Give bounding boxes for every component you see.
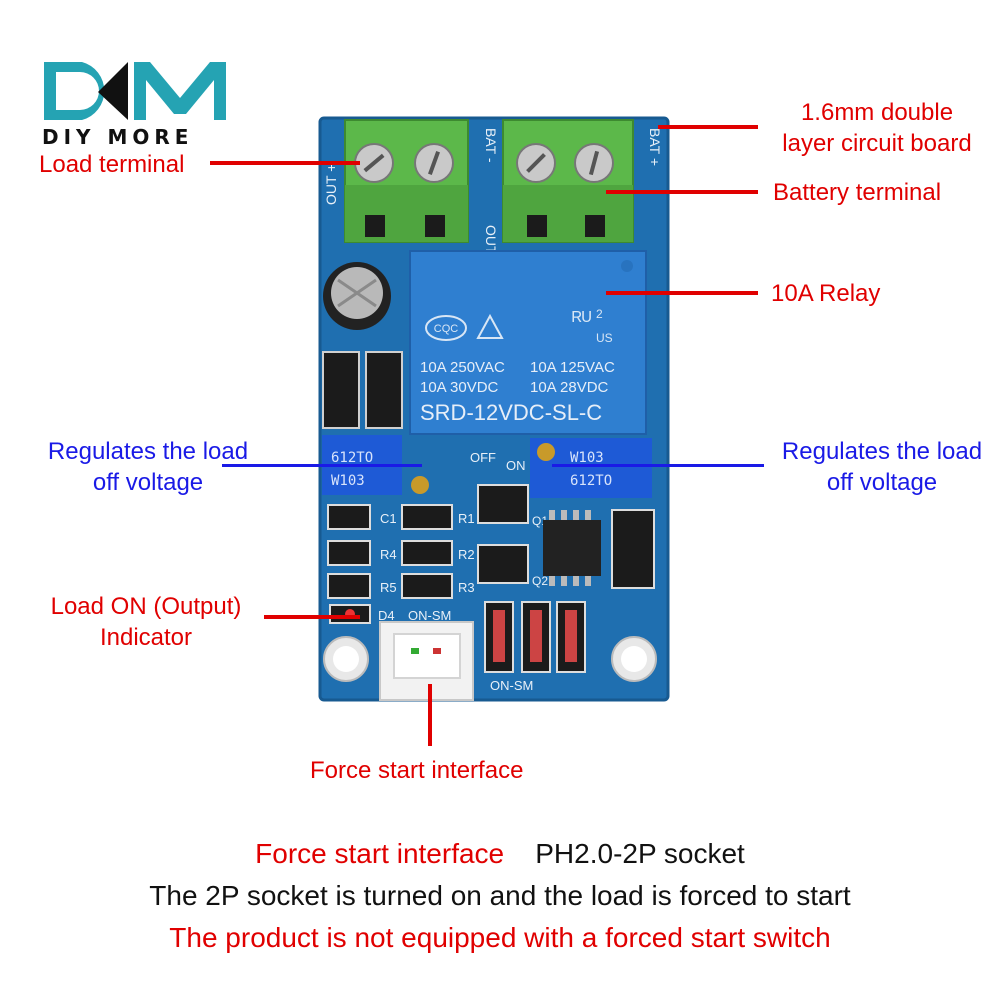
relay-rating-2l: 10A 30VDC	[420, 379, 499, 396]
leader-battery-terminal	[606, 190, 758, 194]
callout-battery-terminal: Battery terminal	[773, 179, 942, 206]
electrolytic-capacitor	[323, 262, 391, 330]
trimmer-right: W103 612TO	[530, 438, 652, 498]
load-terminal	[344, 119, 469, 243]
note-line2: The 2P socket is turned on and the load …	[149, 880, 851, 911]
transistor-q1	[477, 484, 529, 524]
callout-regulates-left: Regulates the load off voltage	[28, 436, 268, 498]
diodes	[484, 601, 586, 673]
callout-load-terminal: Load terminal	[39, 151, 185, 178]
relay-model: SRD-12VDC-SL-C	[420, 400, 602, 425]
leader-relay	[606, 291, 758, 295]
silk-r2: R2	[458, 547, 475, 562]
callout-force-start: Force start interface	[310, 757, 524, 784]
regulator	[611, 509, 655, 589]
note-line1-red: Force start interface	[255, 838, 505, 869]
silk-r1: R1	[458, 511, 475, 526]
relay-cert-sub: US	[596, 331, 613, 345]
callout-regulates-left-line2: off voltage	[92, 469, 204, 496]
callout-load-on-line2: Indicator	[99, 624, 193, 651]
note-line3: The product is not equipped with a force…	[169, 922, 831, 953]
relay-cert-sup: 2	[596, 307, 603, 321]
leader-regulates-right	[552, 464, 764, 467]
pot-left-top: 612TO	[331, 450, 373, 466]
callout-load-on-line1: Load ON (Output)	[50, 593, 242, 620]
relay: CQC ᴿᵁ 2 US 10A 250VAC 10A 125VAC 10A 30…	[409, 250, 647, 435]
silk-d4: D4	[378, 608, 395, 623]
callout-board-desc: 1.6mm double layer circuit board	[768, 97, 986, 159]
callout-regulates-right-line2: off voltage	[826, 469, 938, 496]
pot-right-bottom: 612TO	[570, 473, 612, 489]
transistor-q2	[477, 544, 529, 584]
silk-bat-plus: BAT +	[647, 128, 663, 166]
smd-components: C1 R1 R4 R2 R5 R3 D4 ON-SM	[327, 504, 475, 624]
silk-c1: C1	[380, 511, 397, 526]
brand-text: DIY MORE	[42, 125, 194, 149]
leader-regulates-left	[222, 464, 422, 467]
silk-on: ON	[506, 458, 526, 473]
transistor-left-1	[322, 351, 360, 429]
relay-rating-1l: 10A 250VAC	[420, 359, 505, 376]
silk-bat-minus: BAT -	[483, 128, 499, 163]
note-line1: Force start interface PH2.0-2P socket	[0, 838, 1000, 870]
silk-ms-on-top: ON-SM	[408, 608, 451, 623]
silk-r5: R5	[380, 580, 397, 595]
note-line1-black: PH2.0-2P socket	[535, 838, 745, 869]
pot-left-bottom: W103	[331, 473, 365, 489]
battery-terminal	[502, 119, 634, 243]
callout-regulates-right-line1: Regulates the load	[781, 438, 983, 465]
dm-monogram-icon	[44, 62, 226, 120]
silk-ms-on-bottom: ON-SM	[490, 678, 533, 693]
callout-relay: 10A Relay	[771, 280, 881, 307]
pot-right-top: W103	[570, 450, 604, 466]
svg-text:ᴿᵁ: ᴿᵁ	[572, 307, 591, 332]
callout-regulates-left-line1: Regulates the load	[47, 438, 249, 465]
ph2-socket	[379, 621, 474, 701]
transistor-left-2	[365, 351, 403, 429]
callout-regulates-right: Regulates the load off voltage	[760, 436, 1000, 498]
relay-cert-left: CQC	[434, 323, 459, 335]
ic-chip	[543, 510, 601, 586]
relay-rating-2r: 10A 28VDC	[530, 379, 609, 396]
leader-board-desc	[658, 125, 758, 129]
silk-off: OFF	[470, 450, 496, 465]
silk-out-plus: OUT +	[323, 164, 339, 205]
callout-board-desc-line2: layer circuit board	[782, 130, 972, 157]
leader-force-start	[428, 684, 432, 746]
leader-load-terminal	[210, 161, 360, 165]
silk-q2: Q2	[532, 574, 548, 588]
callout-board-desc-line1: 1.6mm double	[800, 99, 954, 126]
silk-r3: R3	[458, 580, 475, 595]
callout-load-on: Load ON (Output) Indicator	[34, 591, 258, 653]
silk-r4: R4	[380, 547, 397, 562]
leader-load-on	[264, 615, 360, 619]
diymore-logo	[40, 58, 240, 153]
relay-rating-1r: 10A 125VAC	[530, 359, 615, 376]
